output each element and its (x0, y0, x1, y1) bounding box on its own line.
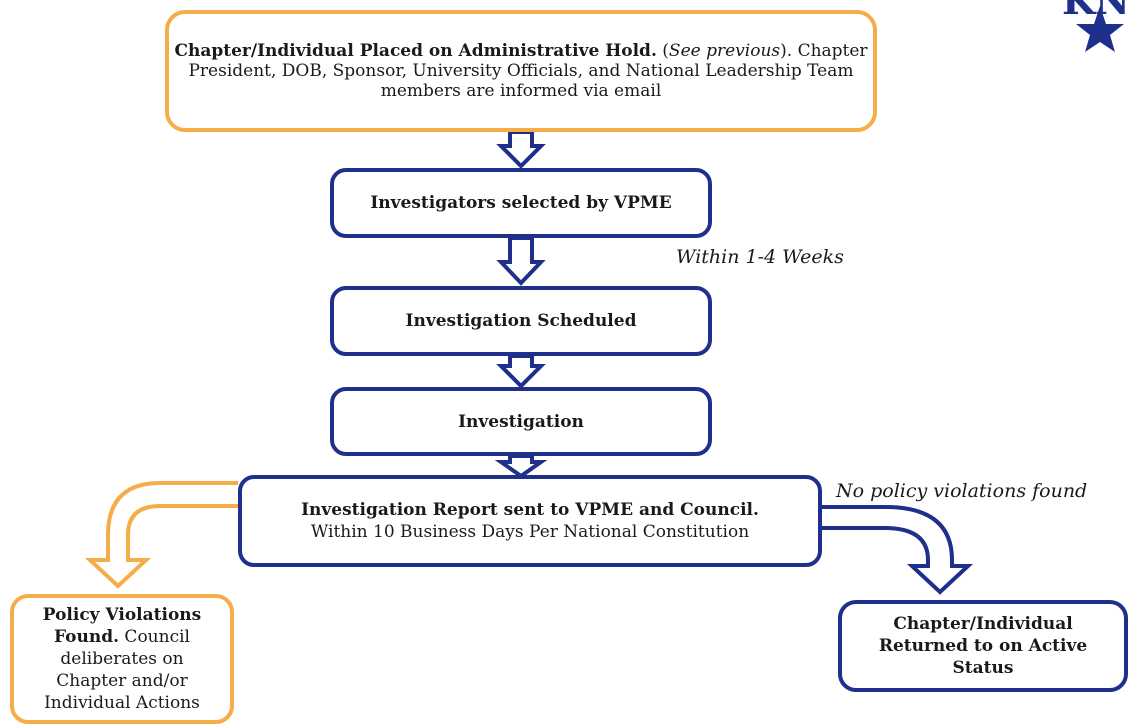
hold-detail: ). Chapter President, DOB, Sponsor, Univ… (188, 41, 868, 101)
violations-detail: Council deliberates on Chapter and/or In… (44, 627, 200, 713)
report-detail: Within 10 Business Days Per National Con… (310, 522, 750, 542)
arrow-report-to-violations (84, 481, 238, 589)
investigators-title: Investigators selected by VPME (370, 193, 672, 213)
report-box: Investigation Report sent to VPME and Co… (238, 475, 822, 567)
arrow-report-to-returned (822, 505, 974, 595)
arrow-investigation-to-report (494, 454, 548, 479)
investigators-box: Investigators selected by VPME (330, 168, 712, 238)
investigation-title: Investigation (458, 411, 584, 432)
hold-open: ( (656, 41, 669, 61)
investigation-box: Investigation (330, 387, 712, 456)
hold-see-previous: See previous (668, 41, 781, 61)
report-title: Investigation Report sent to VPME and Co… (301, 500, 759, 520)
scheduled-title: Investigation Scheduled (405, 311, 637, 331)
arrow-hold-to-investigators (496, 130, 546, 169)
returned-title: Chapter/Individual Returned to on Active… (878, 614, 1088, 678)
hold-title: Chapter/Individual Placed on Administrat… (174, 41, 657, 61)
logo-text: KN (1062, 0, 1130, 23)
no-violations-note: No policy violations found (836, 480, 1088, 502)
returned-box: Chapter/Individual Returned to on Active… (838, 600, 1128, 692)
violations-title: Policy Violations Found. (42, 605, 202, 647)
star-icon (1076, 6, 1124, 52)
arrow-investigators-to-scheduled (496, 236, 546, 286)
arrow-scheduled-to-investigation (496, 354, 546, 389)
logo: KN (1062, 0, 1130, 52)
timing-note: Within 1-4 Weeks (676, 246, 844, 268)
violations-box: Policy Violations Found. Council deliber… (10, 594, 234, 724)
administrative-hold-box: Chapter/Individual Placed on Administrat… (165, 10, 877, 132)
scheduled-box: Investigation Scheduled (330, 286, 712, 356)
